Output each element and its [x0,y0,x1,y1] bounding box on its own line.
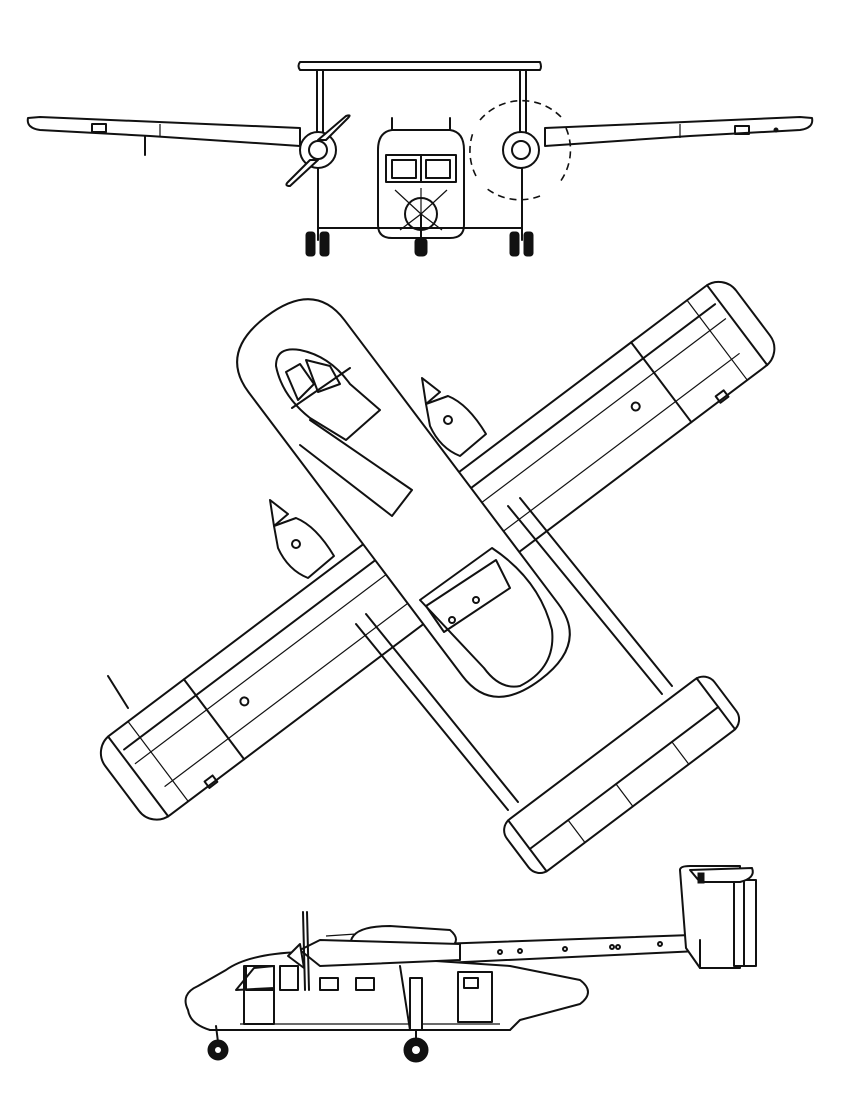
left-wing-front [26,116,301,147]
front-view [26,61,814,257]
rear-pod-plan [419,547,554,688]
tailplane-front [297,61,542,71]
right-engine-front [502,131,540,169]
crew-door-side [243,965,275,1025]
cabin-door-side [457,971,493,1023]
propeller-side [302,911,306,991]
left-engine-plan [269,499,335,579]
cockpit-plan [275,348,381,441]
plan-view [99,280,776,874]
right-engine-plan [421,377,487,457]
right-main-wheels-front [509,231,520,257]
nose-wheel-front [414,237,428,257]
left-propeller [285,159,319,187]
side-view [184,865,757,1063]
tailplane-side [689,867,754,883]
engine-nacelle-side [299,939,461,967]
wing-strut-side [399,965,411,1031]
left-engine-front [299,131,337,169]
right-wing-front [544,116,814,147]
fuselage-front [377,129,465,239]
tailplane-plan [503,675,741,874]
right-boom-plan [519,497,673,687]
left-boom-plan [365,613,519,803]
fin-side [679,865,741,969]
pitot-tube-plan [107,675,129,709]
left-main-wheels-front [305,231,316,257]
